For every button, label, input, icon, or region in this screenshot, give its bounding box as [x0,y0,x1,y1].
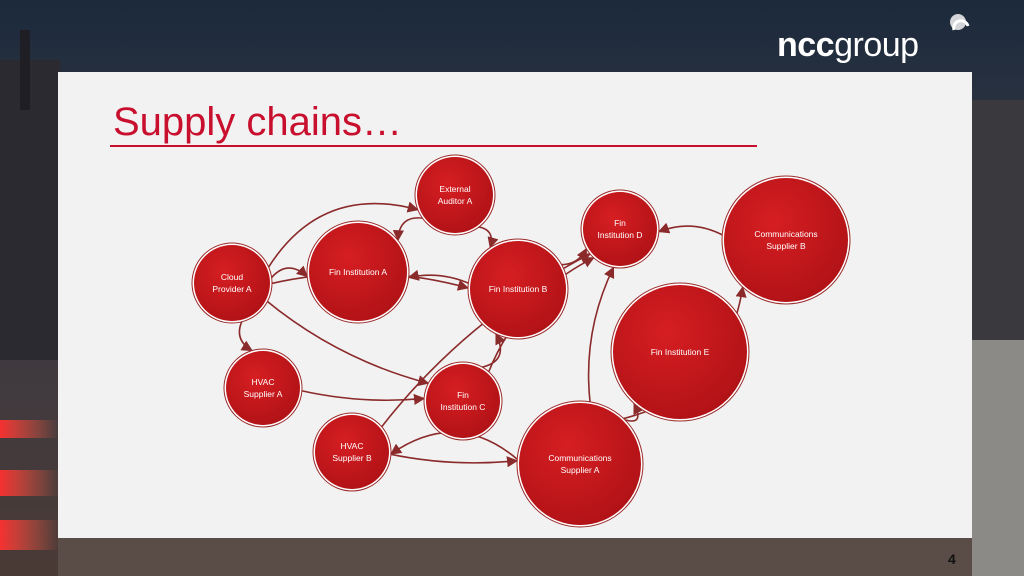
node-circle-cloud-provider-a [194,245,270,321]
edge-cloud-provider-a-to-fin-institution-c [265,299,430,387]
node-circle-fin-institution-c [426,364,500,438]
edge-fin-institution-b-to-fin-institution-a [407,269,471,285]
edge-fin-institution-b-to-fin-institution-d [559,247,588,266]
node-label-fin-institution-d-1: Institution D [598,230,643,240]
node-label-fin-institution-c-0: Fin [457,390,469,400]
node-label-communications-supplier-b-1: Supplier B [766,241,806,251]
node-circle-fin-institution-a [309,223,407,321]
slide-title: Supply chains… [113,100,403,144]
node-circle-fin-institution-d [583,192,657,266]
title-underline [110,145,757,147]
node-fin-institution-a: Fin Institution A [306,220,410,324]
node-circle-fin-institution-e [613,285,747,419]
node-label-hvac-supplier-a-0: HVAC [252,377,275,387]
edge-hvac-supplier-b-to-communications-supplier-a [388,453,519,468]
node-circle-fin-institution-b [470,241,566,337]
node-label-fin-institution-b-0: Fin Institution B [489,284,548,294]
edge-fin-institution-c-to-fin-institution-b [479,332,506,369]
node-circle-hvac-supplier-b [315,415,389,489]
node-circle-external-auditor-a [417,157,493,233]
edge-communications-supplier-a-to-fin-institution-d [587,266,615,404]
edge-external-auditor-a-to-fin-institution-a [392,217,426,242]
edge-communications-supplier-b-to-fin-institution-d [657,222,725,237]
logo-prefix: ncc [777,26,835,64]
node-circle-communications-supplier-a [519,403,641,525]
node-label-fin-institution-a-0: Fin Institution A [329,267,387,277]
node-label-hvac-supplier-b-1: Supplier B [332,453,372,463]
node-label-communications-supplier-a-0: Communications [548,453,611,463]
page-number: 4 [948,551,956,567]
edge-cloud-provider-a-to-fin-institution-a [269,265,309,281]
node-hvac-supplier-b: HVAC Supplier B [312,412,392,492]
node-circle-hvac-supplier-a [226,351,300,425]
node-label-external-auditor-a-0: External [439,184,470,194]
node-label-hvac-supplier-b-0: HVAC [341,441,364,451]
node-label-communications-supplier-a-1: Supplier A [561,465,600,475]
node-fin-institution-e: Fin Institution E [610,282,750,422]
node-label-cloud-provider-a-1: Provider A [212,284,252,294]
edge-cloud-provider-a-to-hvac-supplier-a [238,319,253,352]
node-circle-communications-supplier-b [724,178,848,302]
edge-cloud-provider-a-to-external-auditor-a [266,201,419,270]
node-label-fin-institution-c-1: Institution C [441,402,486,412]
node-label-fin-institution-e-0: Fin Institution E [651,347,710,357]
edge-hvac-supplier-a-to-fin-institution-c [299,389,426,405]
node-label-external-auditor-a-1: Auditor A [438,196,473,206]
node-fin-institution-b: Fin Institution B [467,238,569,340]
node-label-cloud-provider-a-0: Cloud [221,272,243,282]
node-label-fin-institution-d-0: Fin [614,218,626,228]
edge-external-auditor-a-to-fin-institution-b [476,225,499,249]
nccgroup-logo: nccgroup [777,26,919,65]
logo-suffix: group [834,26,919,64]
node-label-communications-supplier-b-0: Communications [754,229,817,239]
node-label-hvac-supplier-a-1: Supplier A [244,389,283,399]
logo-swoosh-icon [952,19,970,31]
node-hvac-supplier-a: HVAC Supplier A [223,348,303,428]
